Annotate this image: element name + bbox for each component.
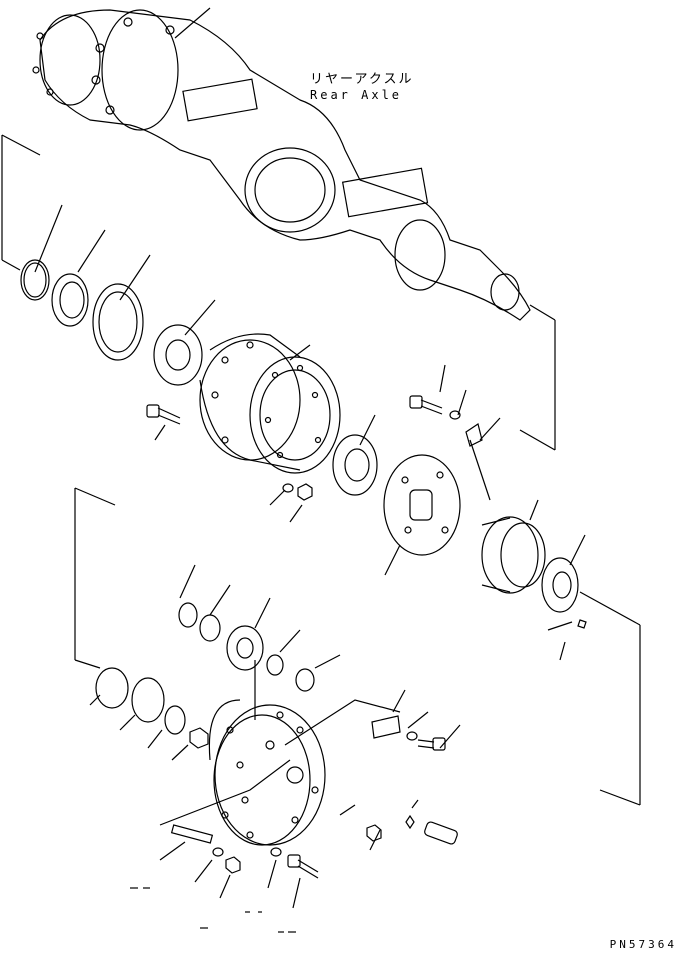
wheel-hub	[199, 333, 341, 474]
carrier-plate	[159, 660, 401, 846]
hub-bolt	[146, 395, 483, 501]
rear-axle-label-en: Rear Axle	[310, 88, 403, 102]
leader-lines-upper	[1, 7, 641, 806]
planetary-gear-set	[178, 564, 341, 692]
lower-bearing-set	[74, 487, 209, 761]
ring-gear	[481, 516, 587, 631]
rear-axle-housing	[32, 9, 531, 321]
inner-bearing	[332, 434, 378, 496]
lower-fasteners	[130, 689, 461, 933]
part-code-label: PN57364	[609, 938, 677, 951]
flange-plate	[383, 454, 461, 556]
rear-axle-label-jp: リヤーアクスル	[310, 72, 414, 87]
bearing-set-upper	[20, 259, 203, 386]
